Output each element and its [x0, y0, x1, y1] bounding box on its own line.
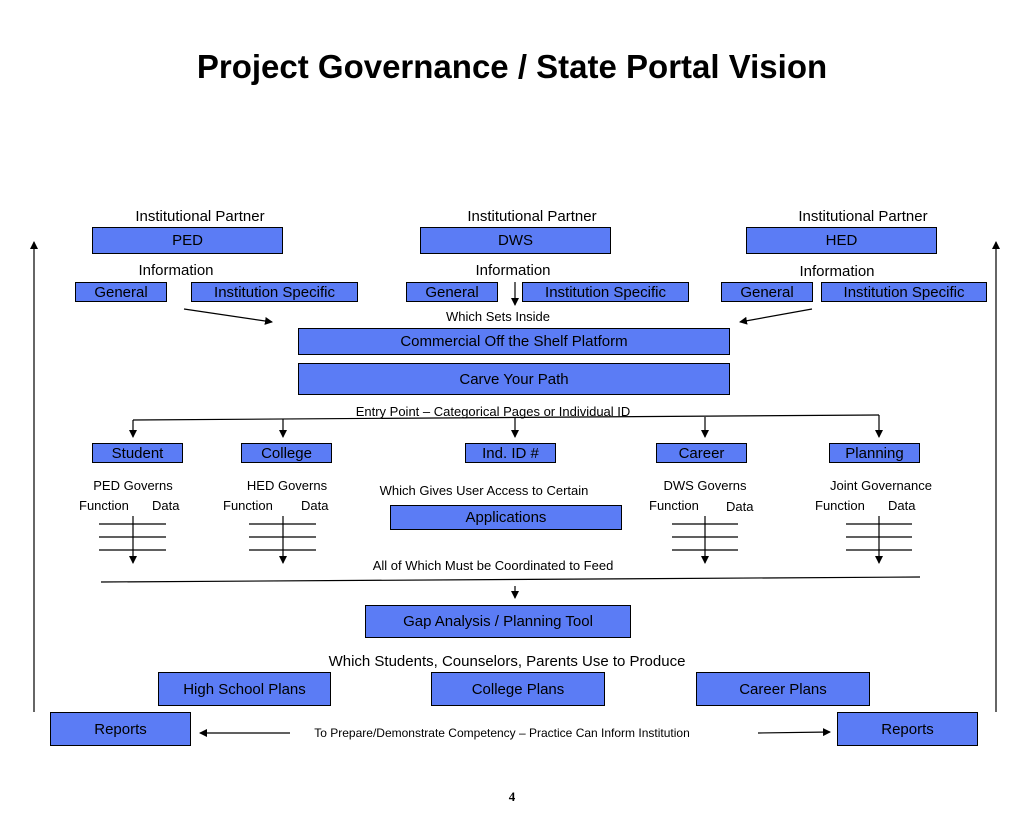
partner-box-ped: PED — [92, 227, 283, 254]
page-title: Project Governance / State Portal Vision — [196, 48, 828, 85]
partner-box-hed: HED — [746, 227, 937, 254]
function-career: Function — [649, 498, 699, 513]
reports-right-box: Reports — [837, 712, 978, 746]
entry-point-label: Entry Point – Categorical Pages or Indiv… — [355, 404, 631, 419]
category-ind-id: Ind. ID # — [465, 443, 556, 463]
function-student: Function — [79, 498, 129, 513]
career-plans-box: Career Plans — [696, 672, 870, 706]
high-school-plans-box: High School Plans — [158, 672, 331, 706]
partner-label-ped: Institutional Partner — [135, 208, 265, 225]
info-label-hed: Information — [799, 263, 875, 280]
governs-student: PED Governs — [93, 478, 173, 493]
reports-left-box: Reports — [50, 712, 191, 746]
function-planning: Function — [815, 498, 865, 513]
data-planning: Data — [888, 498, 916, 513]
category-student: Student — [92, 443, 183, 463]
applications-box: Applications — [390, 505, 622, 530]
gap-analysis-box: Gap Analysis / Planning Tool — [365, 605, 631, 638]
specific-box-ped: Institution Specific — [191, 282, 358, 302]
partner-label-dws: Institutional Partner — [467, 208, 597, 225]
college-plans-box: College Plans — [431, 672, 605, 706]
category-college: College — [241, 443, 332, 463]
info-label-ped: Information — [138, 262, 214, 279]
partner-box-dws: DWS — [420, 227, 611, 254]
page-number: 4 — [508, 789, 516, 804]
partner-label-hed: Institutional Partner — [798, 208, 928, 225]
general-box-hed: General — [721, 282, 813, 302]
info-label-dws: Information — [475, 262, 551, 279]
category-planning: Planning — [829, 443, 920, 463]
category-career: Career — [656, 443, 747, 463]
which-gives-label: Which Gives User Access to Certain — [379, 483, 589, 498]
function-college: Function — [223, 498, 273, 513]
governs-planning: Joint Governance — [830, 478, 932, 493]
governs-college: HED Governs — [246, 478, 328, 493]
governs-career: DWS Governs — [663, 478, 747, 493]
specific-box-dws: Institution Specific — [522, 282, 689, 302]
general-box-dws: General — [406, 282, 498, 302]
general-box-ped: General — [75, 282, 167, 302]
coordinated-label: All of Which Must be Coordinated to Feed — [372, 558, 614, 573]
data-student: Data — [152, 498, 180, 513]
specific-box-hed: Institution Specific — [821, 282, 987, 302]
carve-your-path-box: Carve Your Path — [298, 363, 730, 395]
students-use-label: Which Students, Counselors, Parents Use … — [328, 653, 686, 670]
data-college: Data — [301, 498, 329, 513]
data-career: Data — [726, 499, 754, 514]
which-sets-inside-label: Which Sets Inside — [445, 309, 551, 324]
platform-box: Commercial Off the Shelf Platform — [298, 328, 730, 355]
prepare-label: To Prepare/Demonstrate Competency – Prac… — [314, 726, 690, 740]
